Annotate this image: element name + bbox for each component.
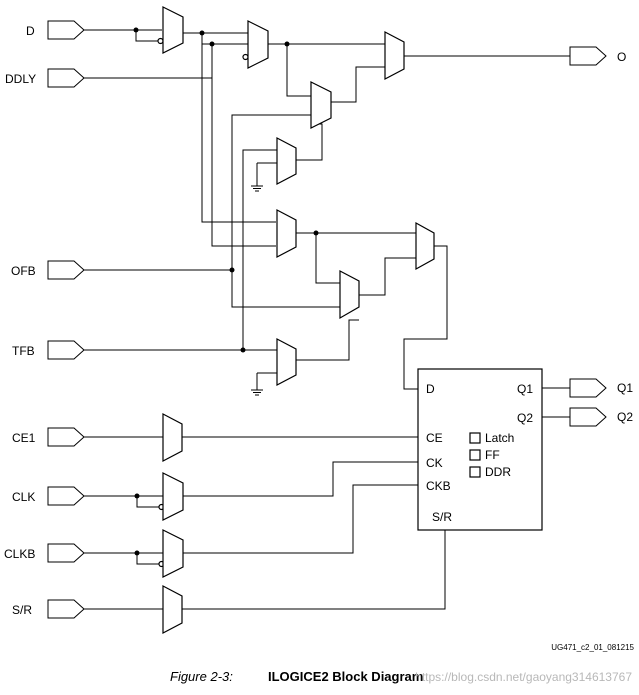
input-port-tfb: TFB [12, 340, 85, 360]
document-id: UG471_c2_01_081215 [551, 643, 634, 652]
watermark: https://blog.csdn.net/gaoyang314613767 [415, 670, 632, 684]
ground-symbol-2 [251, 389, 263, 396]
mode-label-ff: FF [485, 448, 500, 462]
port-label-tfb: TFB [12, 344, 35, 358]
figure-number: Figure 2-3: [170, 669, 233, 684]
storage-pin-q2: Q2 [517, 411, 533, 425]
input-port-ce1: CE1 [12, 427, 85, 447]
mode-checkbox-ff [469, 449, 481, 461]
input-port-ofb: OFB [11, 260, 85, 280]
figure-title: ILOGICE2 Block Diagram [268, 669, 423, 684]
port-label-sr: S/R [12, 603, 32, 617]
storage-element: D Q1 Q2 CE CK CKB S/R Latch FF DDR [417, 368, 543, 531]
port-label-q1: Q1 [617, 381, 633, 395]
mux-clkb-polarity [162, 529, 184, 578]
input-port-d: D [26, 20, 85, 40]
port-label-o: O [617, 50, 626, 64]
storage-pin-ce: CE [426, 431, 443, 445]
input-port-clkb: CLKB [4, 543, 85, 563]
port-label-ce1: CE1 [12, 431, 36, 445]
mux-ofb-select [339, 270, 360, 320]
mux-storage-data [415, 221, 435, 271]
mux-feedback-1 [310, 81, 332, 129]
port-label-clkb: CLKB [4, 547, 35, 561]
storage-pin-ckb: CKB [426, 479, 451, 493]
mode-label-ddr: DDR [485, 465, 511, 479]
port-label-q2: Q2 [617, 410, 633, 424]
ground-symbol-1 [251, 185, 263, 192]
buffer-sr [162, 585, 183, 634]
storage-pin-ck: CK [426, 456, 443, 470]
mux-d-polarity [162, 6, 184, 54]
input-port-ddly: DDLY [5, 68, 85, 88]
junction-dots [133, 27, 319, 556]
inverter-bubble-d [157, 37, 164, 45]
mux-feedback-2 [276, 137, 297, 185]
port-label-d: D [26, 24, 35, 38]
storage-pin-d: D [426, 382, 435, 396]
inverter-bubble-ddly [242, 53, 249, 61]
mux-ddly-select [247, 20, 269, 69]
mode-checkbox-latch [469, 432, 481, 444]
mux-output-o [384, 31, 405, 80]
mode-checkbox-ddr [469, 466, 481, 478]
port-label-clk: CLK [12, 490, 35, 504]
storage-pin-q1: Q1 [517, 382, 533, 396]
input-port-sr: S/R [12, 599, 85, 619]
output-port-o: O [569, 46, 626, 66]
mux-clk-polarity [162, 472, 184, 521]
input-port-clk: CLK [12, 486, 85, 506]
buffer-ce1 [162, 413, 183, 462]
wires [84, 29, 570, 610]
port-label-ddly: DDLY [5, 72, 36, 86]
mux-tfb-select [276, 338, 297, 386]
mux-storage-path [276, 209, 297, 258]
storage-pin-sr: S/R [432, 510, 452, 524]
port-label-ofb: OFB [11, 264, 36, 278]
output-port-q2: Q2 [569, 407, 633, 427]
mode-label-latch: Latch [485, 431, 514, 445]
output-port-q1: Q1 [569, 378, 633, 398]
